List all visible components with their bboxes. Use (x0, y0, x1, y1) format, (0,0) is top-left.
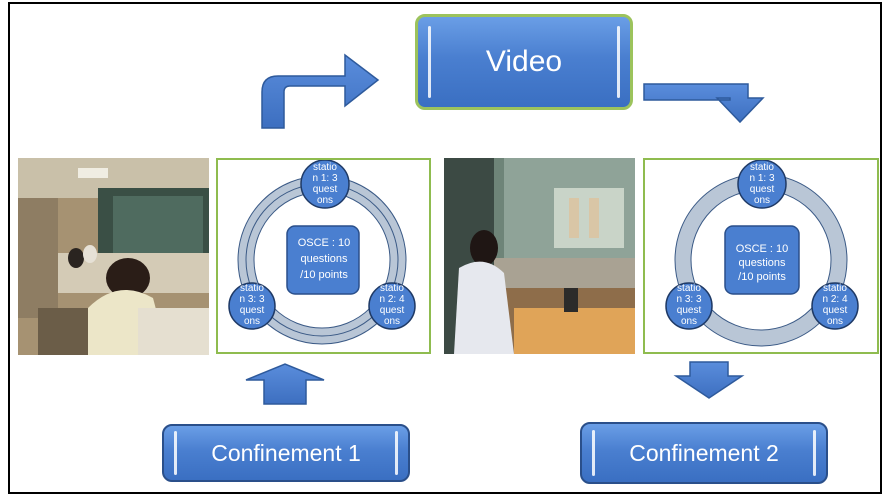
video-label: Video (485, 45, 563, 78)
up-arrow-icon (245, 363, 325, 405)
center-line-1: OSCE : 10 (736, 243, 789, 255)
center-line-2: questions (300, 253, 348, 265)
svg-text:n 2: 4: n 2: 4 (379, 294, 404, 305)
svg-text:statio: statio (823, 283, 847, 294)
svg-text:n 3: 3: n 3: 3 (239, 294, 264, 305)
confinement-2-box: Confinement 2 (580, 422, 828, 484)
svg-text:statio: statio (240, 283, 264, 294)
center-line-3: /10 points (738, 271, 786, 283)
center-box: OSCE : 10 questions /10 points (286, 225, 360, 295)
svg-text:statio: statio (677, 283, 701, 294)
svg-text:n 2: 4: n 2: 4 (822, 294, 847, 305)
center-line-2: questions (738, 257, 786, 269)
station-1-node: statio n 1: 3 quest ons (300, 160, 350, 209)
station-3-node: statio n 3: 3 quest ons (228, 282, 276, 330)
right-down-arrow-icon (643, 83, 765, 124)
svg-text:n 3: 3: n 3: 3 (676, 294, 701, 305)
svg-text:quest: quest (240, 305, 265, 316)
osce-cycle-panel-1: OSCE : 10 questions /10 points statio n … (216, 158, 431, 354)
svg-text:n 1: 3: n 1: 3 (749, 173, 774, 184)
svg-text:statio: statio (380, 283, 404, 294)
center-box: OSCE : 10 questions /10 points (724, 225, 800, 295)
svg-text:ons: ons (317, 195, 333, 206)
station-1-node: statio n 1: 3 quest ons (737, 160, 787, 209)
svg-text:n 1: 3: n 1: 3 (312, 173, 337, 184)
svg-text:ons: ons (681, 316, 697, 327)
confinement-2-label: Confinement 2 (629, 439, 779, 466)
svg-text:ons: ons (827, 316, 843, 327)
confinement-1-box: Confinement 1 (162, 424, 410, 482)
svg-text:quest: quest (313, 184, 338, 195)
svg-text:quest: quest (677, 305, 702, 316)
svg-text:quest: quest (823, 305, 848, 316)
up-right-arrow-icon (261, 53, 380, 129)
center-line-3: /10 points (300, 269, 348, 281)
station-3-node: statio n 3: 3 quest ons (665, 282, 713, 330)
svg-text:quest: quest (750, 184, 775, 195)
station-2-node: statio n 2: 4 quest ons (811, 282, 859, 330)
station-2-node: statio n 2: 4 quest ons (368, 282, 416, 330)
svg-text:quest: quest (380, 305, 405, 316)
center-line-1: OSCE : 10 (298, 237, 351, 249)
confinement-1-label: Confinement 1 (211, 439, 361, 466)
figure-frame (8, 2, 882, 494)
svg-text:statio: statio (750, 162, 774, 173)
osce-cycle-panel-2: OSCE : 10 questions /10 points statio n … (643, 158, 879, 354)
svg-text:ons: ons (754, 195, 770, 206)
svg-text:statio: statio (313, 162, 337, 173)
classroom-photo-1 (18, 158, 209, 355)
lab-photo-2 (444, 158, 635, 354)
video-box: Video (415, 14, 633, 110)
down-arrow-icon (673, 361, 745, 399)
svg-text:ons: ons (384, 316, 400, 327)
svg-text:ons: ons (244, 316, 260, 327)
